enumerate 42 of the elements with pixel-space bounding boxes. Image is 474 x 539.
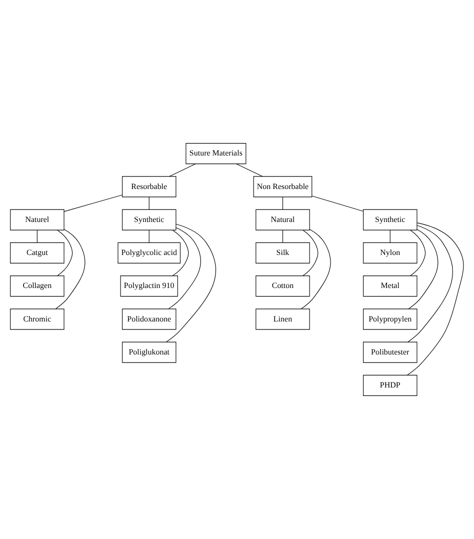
- connector: [148, 196, 150, 210]
- connector: [148, 230, 150, 243]
- connector: [55, 229, 86, 310]
- connector: [282, 196, 284, 210]
- connector: [410, 230, 426, 276]
- node-box: Collagen: [10, 276, 64, 297]
- node-box: Resorbable: [122, 176, 176, 198]
- node-box: Synthetic: [363, 209, 418, 230]
- node-box: Naturel: [10, 209, 64, 230]
- connector: [172, 230, 189, 276]
- node-box: Linen: [256, 308, 310, 330]
- connector: [236, 164, 263, 177]
- connector: [407, 222, 464, 376]
- connector: [300, 229, 331, 310]
- node-box: Natural: [256, 209, 310, 230]
- node-box: Nylon: [363, 242, 418, 264]
- node-box: Poliglukonat: [122, 342, 176, 363]
- node-box: Non Resorbable: [253, 176, 312, 198]
- connector: [57, 230, 73, 276]
- node-box: Polypropylen: [363, 308, 418, 330]
- connector: [282, 230, 284, 243]
- node-box: Polyglycolic acid: [118, 242, 181, 264]
- node-box: Metal: [363, 276, 418, 297]
- node-box: Suture Materials: [186, 143, 246, 164]
- node-box: PHDP: [363, 374, 418, 396]
- connector: [302, 230, 318, 276]
- node-box: Synthetic: [122, 209, 176, 230]
- node-box: Polidoxanone: [122, 308, 176, 330]
- connector: [408, 225, 453, 342]
- connector: [408, 229, 438, 310]
- connector: [64, 194, 122, 212]
- node-box: Polyglactin 910: [120, 276, 178, 297]
- connector: [169, 164, 196, 177]
- connector: [36, 230, 38, 243]
- connector: [168, 227, 202, 310]
- node-box: Cotton: [256, 276, 310, 297]
- node-box: Chromic: [10, 308, 64, 330]
- node-box: Silk: [256, 242, 310, 264]
- connector: [166, 224, 216, 342]
- node-box: Polibutester: [363, 342, 418, 363]
- node-box: Catgut: [10, 242, 64, 264]
- connector: [312, 196, 364, 212]
